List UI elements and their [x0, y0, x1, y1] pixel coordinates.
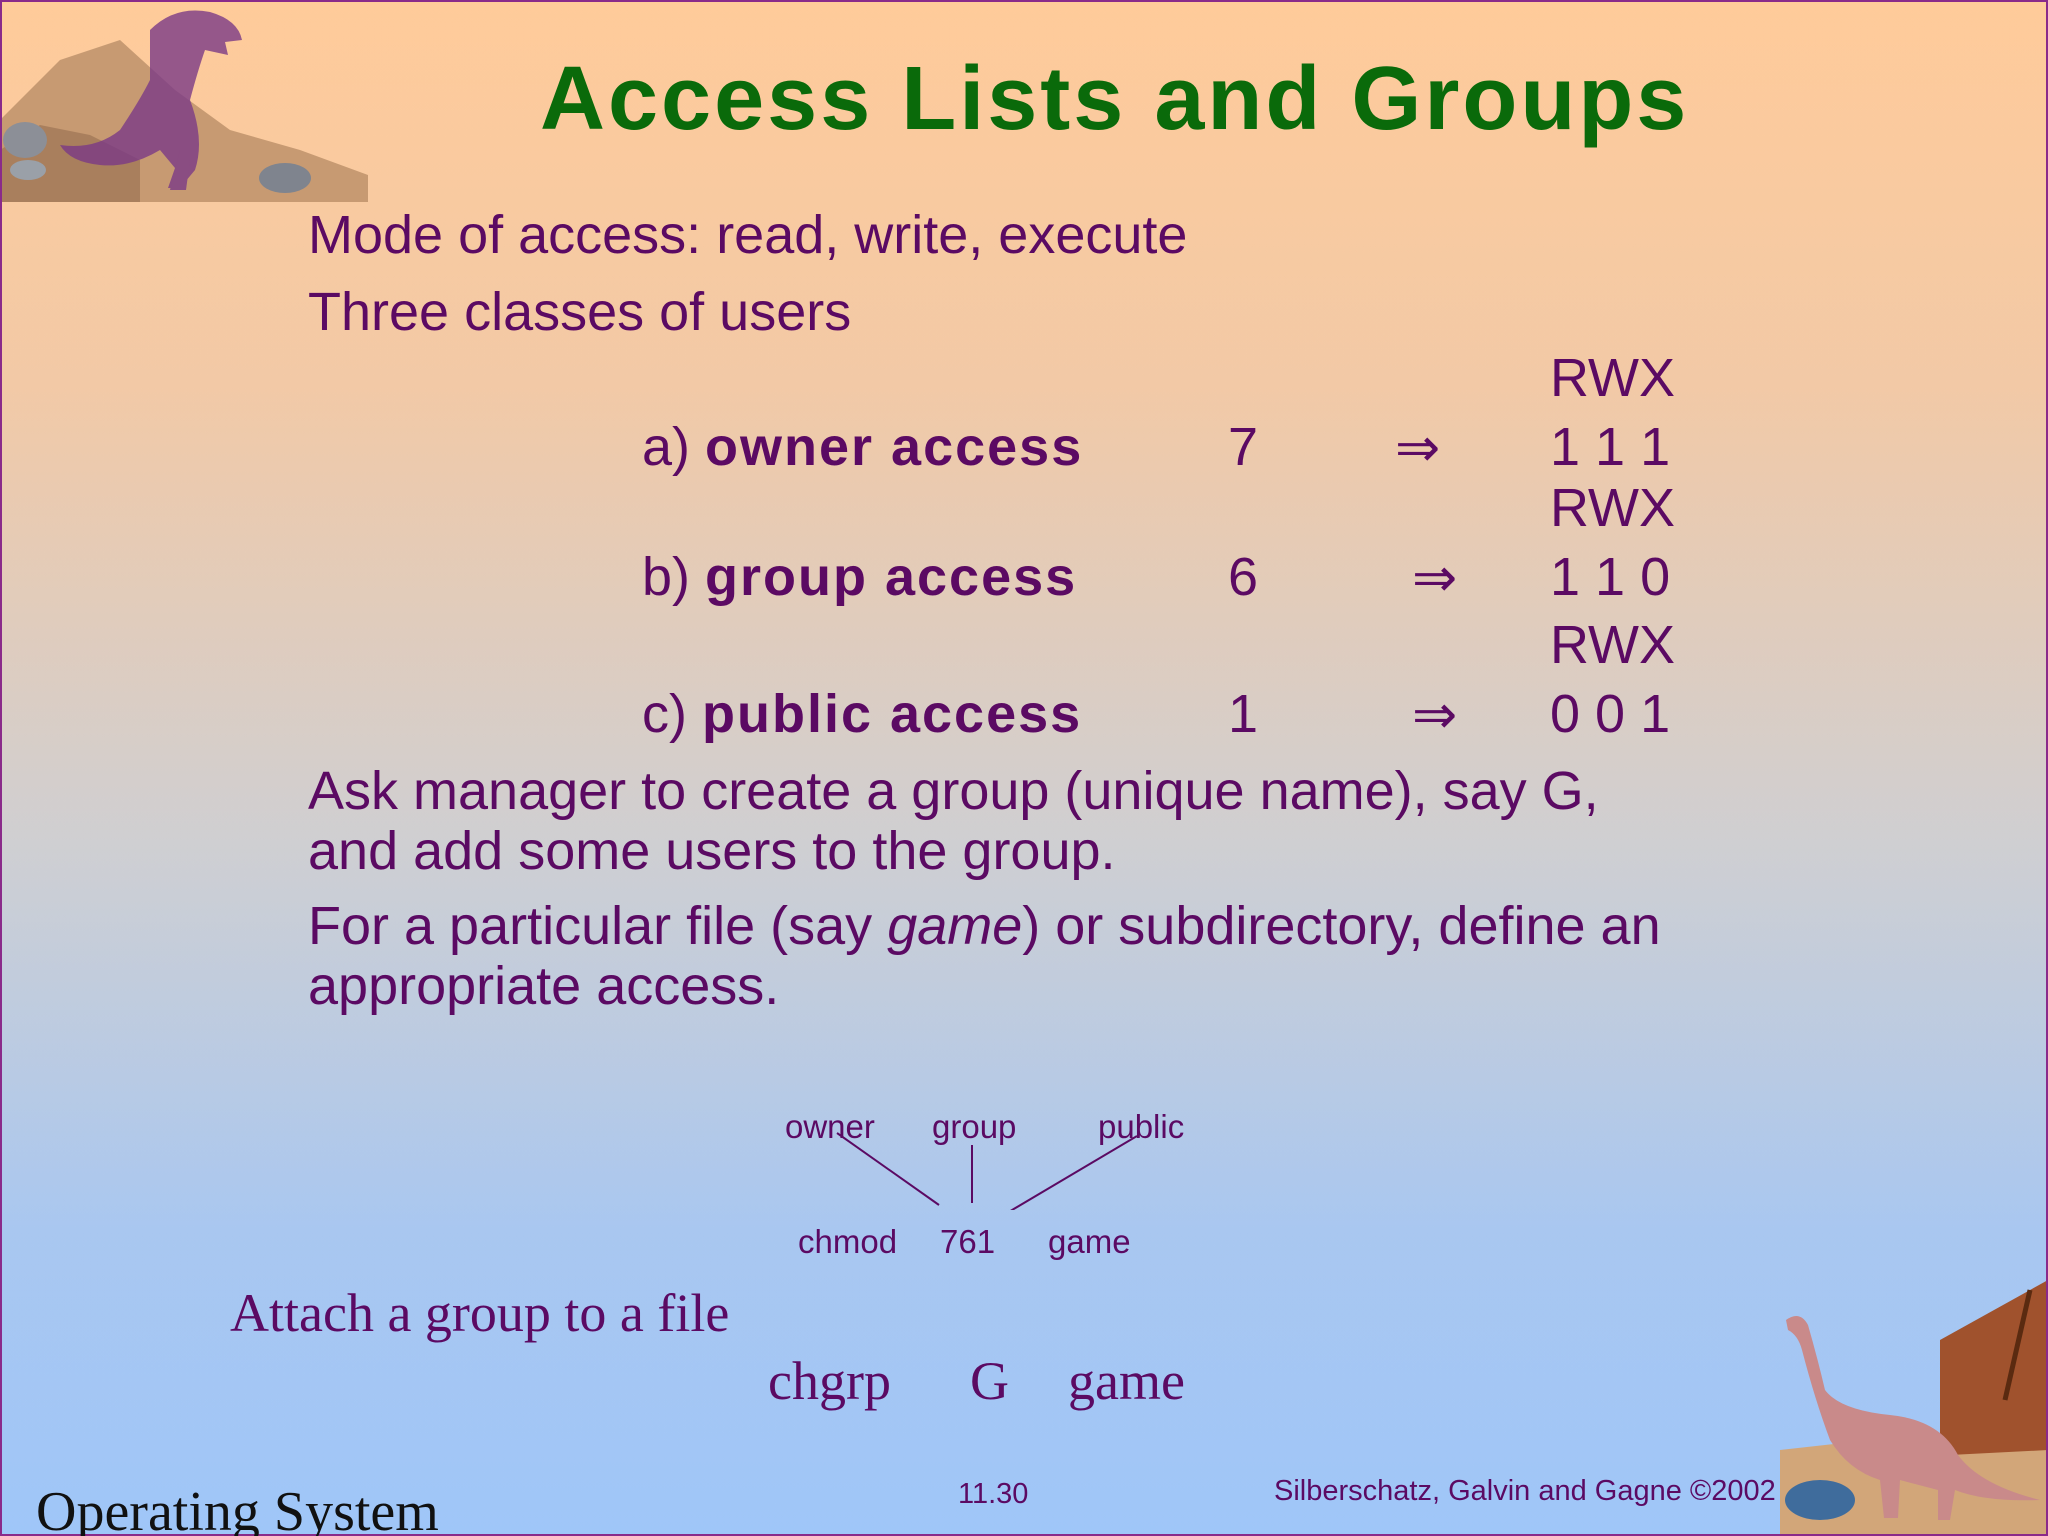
label-public: public — [1098, 1108, 1185, 1145]
particular-file-line-2: appropriate access. — [308, 956, 780, 1016]
ask-manager-line-1: Ask manager to create a group (unique na… — [308, 761, 1599, 821]
label-group: group — [932, 1108, 1017, 1145]
footer-copyright: Silberschatz, Galvin and Gagne ©2002 — [1274, 1475, 1776, 1507]
ask-manager-line-2: and add some users to the group. — [308, 821, 1116, 881]
dinosaur-bottom-right-illustration — [1780, 1280, 2048, 1536]
rwx-header: RWX — [1550, 348, 1676, 408]
implies-arrow-icon: ⇒ — [1395, 418, 1441, 478]
row-bits: 1 1 1 — [1550, 417, 1671, 477]
rwx-header: RWX — [1550, 615, 1676, 675]
access-row-group: b) group access — [642, 546, 1077, 608]
row-bits: 0 0 1 — [1550, 684, 1671, 744]
chmod-command: chmod — [798, 1223, 898, 1260]
particular-file-line-1: For a particular file (say game) or subd… — [308, 896, 1661, 956]
footer-page-number: 11.30 — [958, 1478, 1029, 1510]
row-label: group access — [705, 547, 1078, 607]
row-bits: 1 1 0 — [1550, 547, 1671, 607]
attach-group-heading: Attach a group to a file — [230, 1283, 730, 1343]
three-classes-bullet: Three classes of users — [308, 282, 852, 342]
chmod-file: game — [1048, 1223, 1131, 1260]
row-prefix: c) — [642, 684, 687, 744]
row-label: public access — [702, 684, 1083, 744]
row-prefix: a) — [642, 417, 691, 477]
file-line-italic: game — [887, 896, 1023, 956]
implies-arrow-icon: ⇒ — [1412, 548, 1458, 608]
dinosaur-top-left-illustration — [0, 10, 368, 202]
chmod-connector-lines — [836, 1132, 1138, 1210]
implies-arrow-icon: ⇒ — [1412, 685, 1458, 745]
row-label: owner access — [705, 417, 1084, 477]
access-row-public: c) public access — [642, 683, 1082, 745]
row-value: 7 — [1228, 417, 1259, 477]
row-prefix: b) — [642, 547, 691, 607]
chgrp-group: G — [970, 1351, 1009, 1411]
row-value: 6 — [1228, 547, 1259, 607]
file-line-prefix: For a particular file (say — [308, 896, 888, 956]
file-line-suffix: ) or subdirectory, define an — [1022, 896, 1661, 956]
row-value: 1 — [1228, 684, 1259, 744]
chgrp-file: game — [1068, 1351, 1185, 1411]
rwx-header: RWX — [1550, 478, 1676, 538]
chgrp-command: chgrp — [768, 1351, 891, 1411]
chmod-mode: 761 — [940, 1223, 996, 1260]
label-owner: owner — [785, 1108, 875, 1145]
mode-of-access-bullet: Mode of access: read, write, execute — [308, 205, 1188, 265]
slide-title: Access Lists and Groups — [540, 49, 1690, 149]
access-row-owner: a) owner access — [642, 416, 1083, 478]
footer-course-title: Operating System — [36, 1481, 439, 1536]
